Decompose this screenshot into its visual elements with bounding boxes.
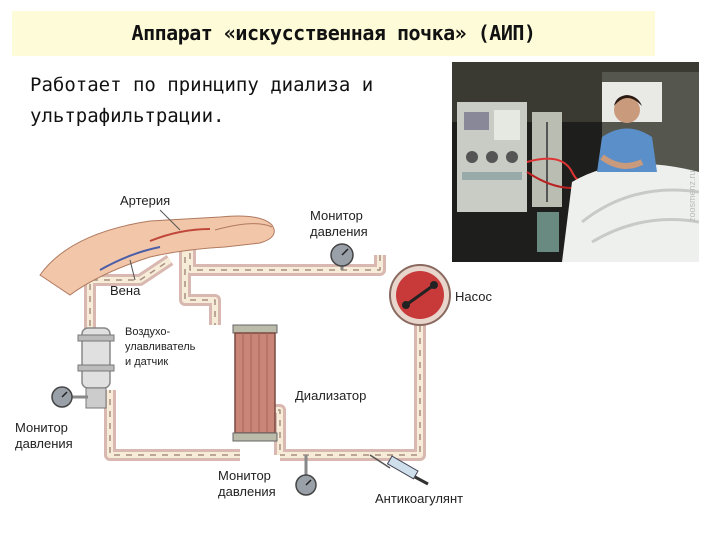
blood-pump	[390, 265, 450, 325]
patient-arm	[40, 216, 274, 295]
air-trap-label-3: и датчик	[125, 356, 168, 368]
slide-body-text: Работает по принципу диализа и ультрафил…	[30, 70, 430, 132]
anticoagulant-label: Антикоагулянт	[375, 491, 463, 506]
monitor-bottom-label-2: давления	[218, 484, 276, 499]
title-bar: Аппарат «искусственная почка» (АИП)	[12, 11, 655, 56]
body-line-2: ультрафильтрации.	[30, 105, 224, 127]
pressure-gauge-left	[52, 387, 88, 407]
dialysis-circuit-diagram: Артерия Вена Монитор давления Насос Возд…	[10, 185, 530, 525]
photo-watermark: zoosmenz.ru	[687, 170, 697, 222]
dialyzer	[233, 325, 277, 441]
air-trap-label-1: Воздухо-	[125, 326, 171, 338]
monitor-left-label-2: давления	[15, 436, 73, 451]
vein-label: Вена	[110, 283, 141, 298]
air-trap-label-2: улавливатель	[125, 341, 196, 353]
pump-label: Насос	[455, 289, 492, 304]
monitor-top-label-1: Монитор	[310, 208, 363, 223]
artery-label: Артерия	[120, 193, 170, 208]
body-line-1: Работает по принципу диализа и	[30, 74, 373, 96]
monitor-bottom-label-1: Монитор	[218, 468, 271, 483]
monitor-left-label-1: Монитор	[15, 420, 68, 435]
slide-title: Аппарат «искусственная почка» (АИП)	[12, 21, 655, 45]
dialyzer-label: Диализатор	[295, 388, 366, 403]
monitor-top-label-2: давления	[310, 224, 368, 239]
